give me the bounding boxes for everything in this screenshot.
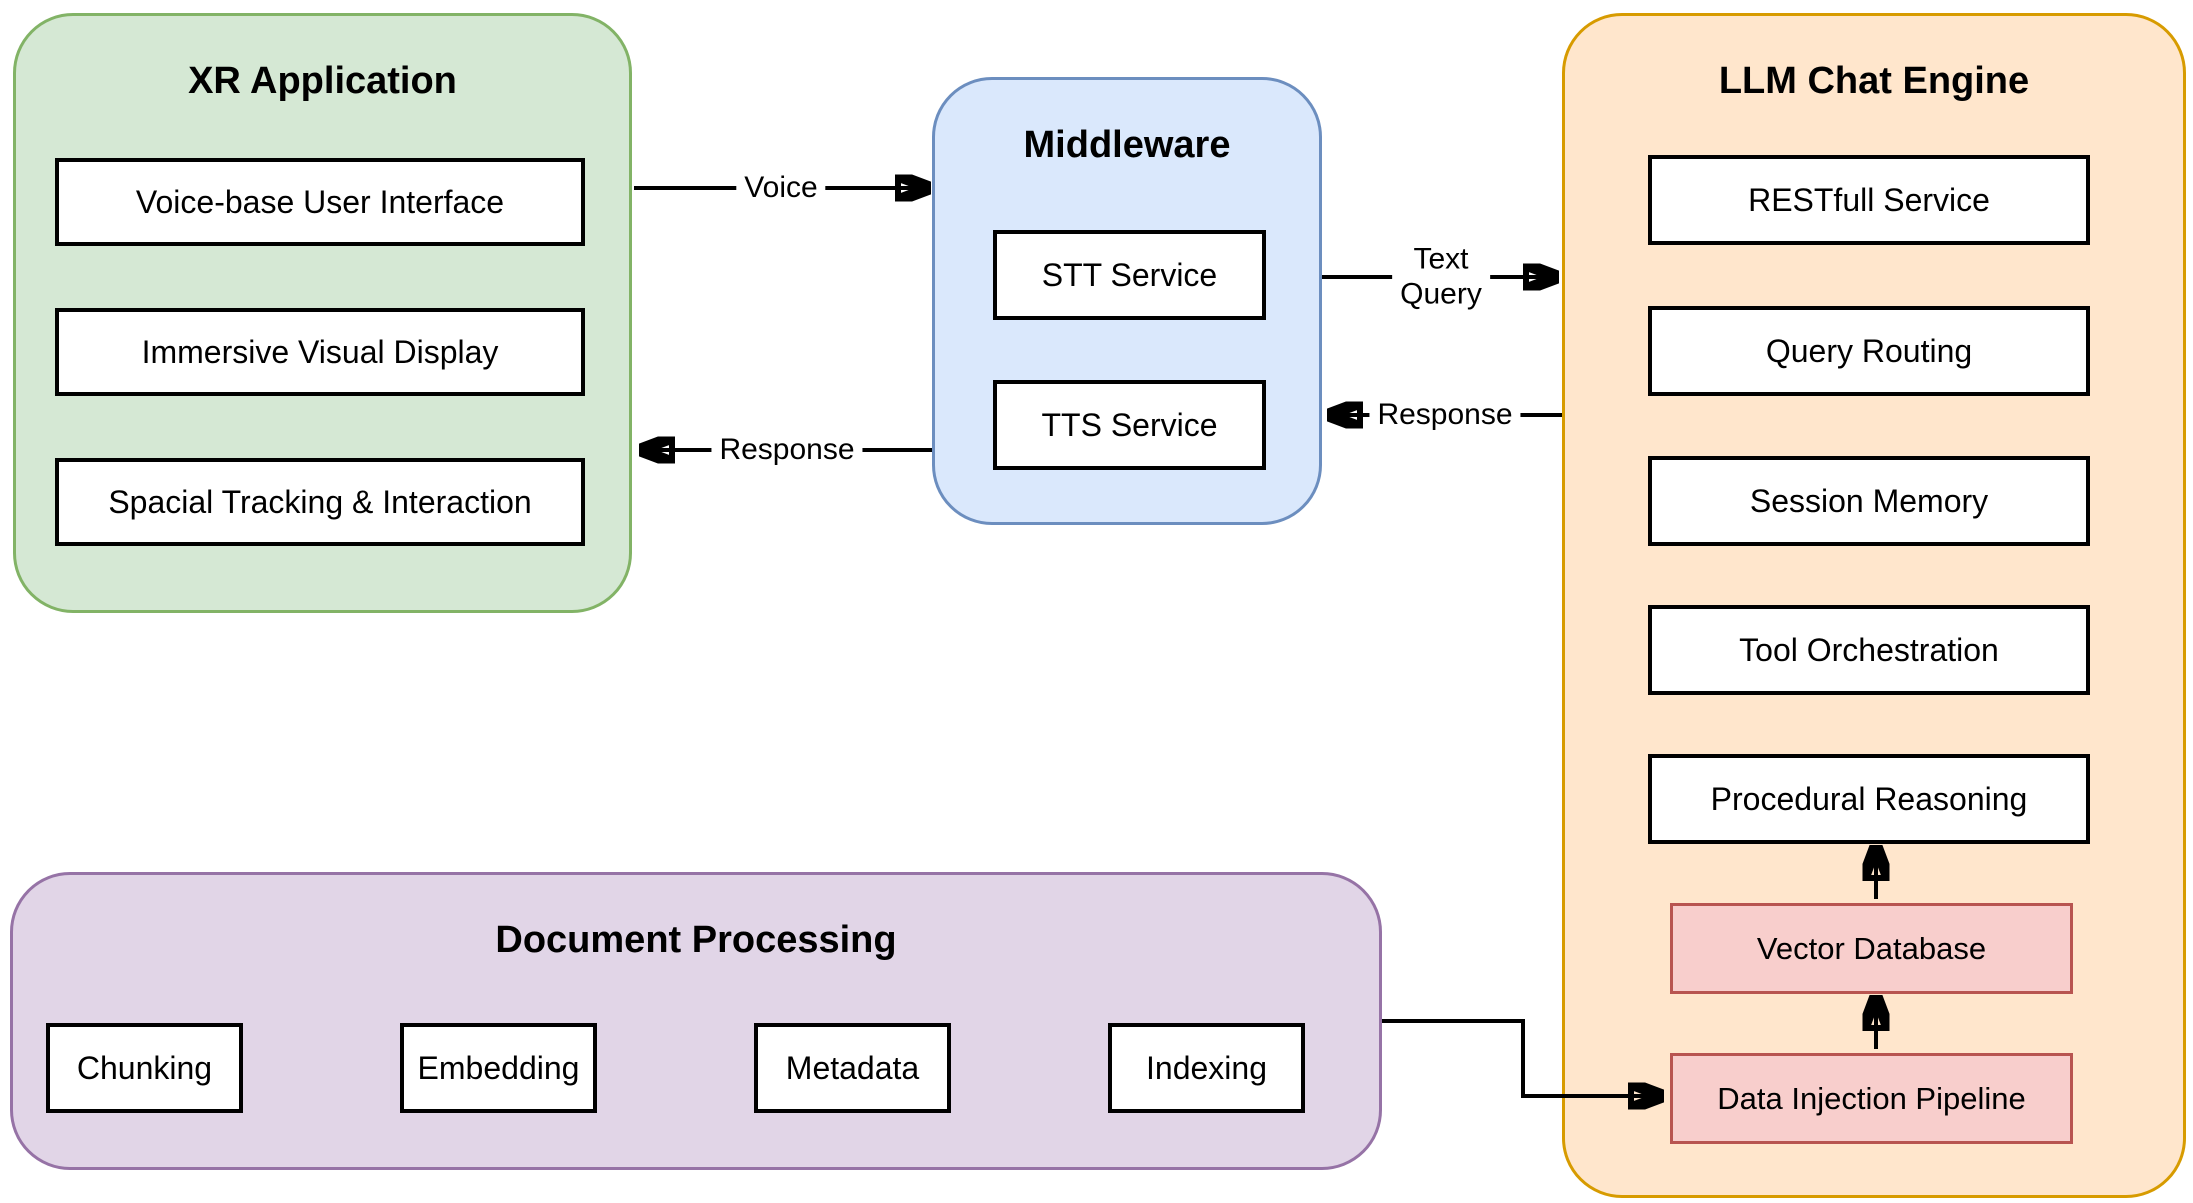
xr-application-title: XR Application [188, 60, 457, 102]
edge-label-response-to-xr: Response [711, 432, 863, 468]
node-chunking: Chunking [46, 1023, 243, 1113]
document-processing-title: Document Processing [495, 919, 897, 961]
node-voice-base-user-interface: Voice-base User Interface [55, 158, 585, 246]
edge-label-voice: Voice [736, 170, 826, 206]
node-metadata: Metadata [754, 1023, 951, 1113]
node-tts-service: TTS Service [993, 380, 1266, 470]
middleware-title: Middleware [1023, 124, 1231, 166]
node-vector-database: Vector Database [1670, 903, 2073, 994]
node-procedural-reasoning: Procedural Reasoning [1648, 754, 2090, 844]
node-indexing: Indexing [1108, 1023, 1305, 1113]
node-tool-orchestration: Tool Orchestration [1648, 605, 2090, 695]
container-llm-chat-engine: LLM Chat Engine RESTfull Service Query R… [1562, 13, 2186, 1198]
container-middleware: Middleware STT Service TTS Service [932, 77, 1322, 525]
node-stt-service: STT Service [993, 230, 1266, 320]
node-embedding: Embedding [400, 1023, 597, 1113]
llm-chat-engine-title: LLM Chat Engine [1718, 60, 2030, 102]
node-data-injection-pipeline: Data Injection Pipeline [1670, 1053, 2073, 1144]
node-session-memory: Session Memory [1648, 456, 2090, 546]
node-immersive-visual-display: Immersive Visual Display [55, 308, 585, 396]
edge-label-text-query-line1: Text [1413, 242, 1469, 276]
container-document-processing: Document Processing Chunking Embedding M… [10, 872, 1382, 1170]
edge-label-text-query-line2: Query [1400, 277, 1482, 310]
edge-label-response-to-middleware: Response [1369, 397, 1521, 433]
container-xr-application: XR Application Voice-base User Interface… [13, 13, 632, 613]
edge-label-text-query: Text Query [1392, 242, 1490, 312]
node-spacial-tracking-interaction: Spacial Tracking & Interaction [55, 458, 585, 546]
node-query-routing: Query Routing [1648, 306, 2090, 396]
node-restfull-service: RESTfull Service [1648, 155, 2090, 245]
